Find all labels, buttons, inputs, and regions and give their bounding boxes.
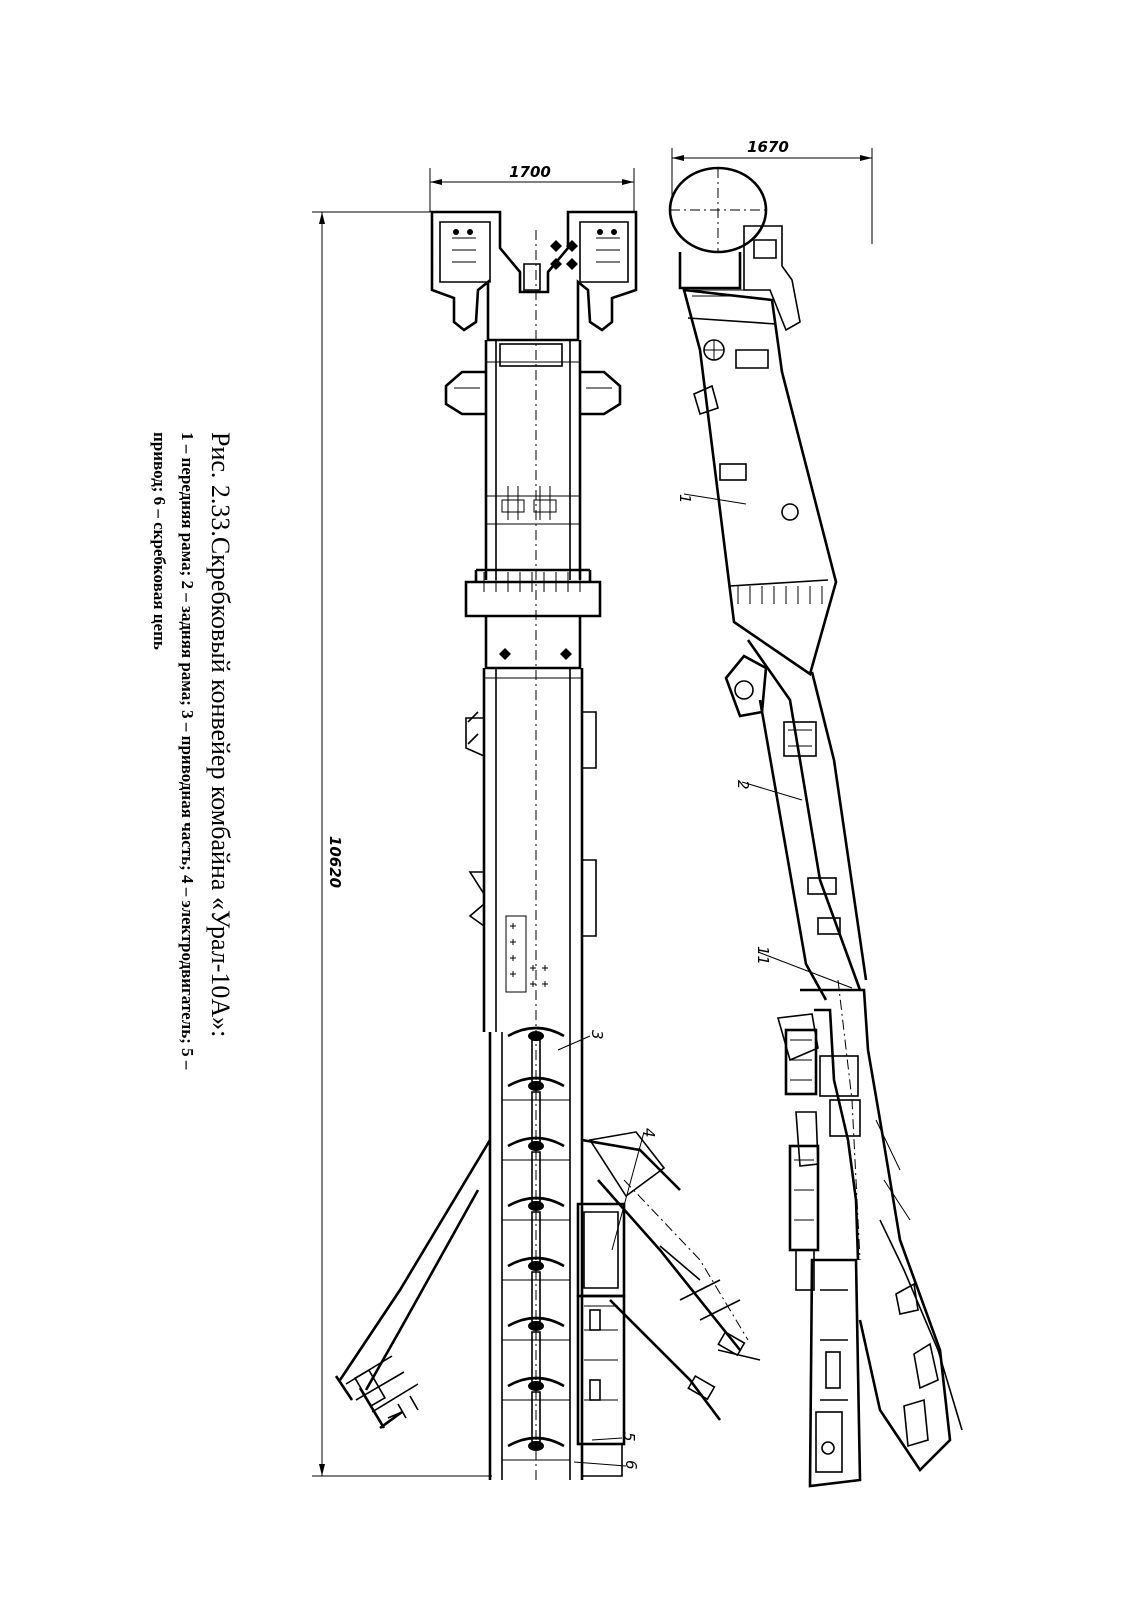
- side-view: [668, 166, 963, 1488]
- caption-title: Рис. 2.33.Скребковый конвейер комбайна «…: [206, 432, 235, 1037]
- dimension-label-1670: 1670: [747, 138, 789, 156]
- scraper-chain: [502, 1026, 570, 1461]
- caption-line-1: 1 – передняя рама; 2 – задняя рама; 3 – …: [178, 432, 197, 1070]
- leader-lines: [557, 493, 853, 1467]
- leader-label-2: 2: [734, 780, 752, 790]
- leader-label-11: 11: [754, 946, 772, 965]
- leader-label-6: 6: [622, 1460, 640, 1470]
- dimension-1670: [671, 148, 873, 244]
- dimension-10620: [312, 211, 492, 1477]
- dimension-label-10620: 10620: [326, 836, 344, 888]
- plan-view: [334, 210, 761, 1480]
- leader-label-3: 3: [588, 1030, 606, 1040]
- leader-label-4: 4: [640, 1128, 658, 1138]
- dimension-label-1700: 1700: [509, 163, 551, 181]
- caption-line-2: привод; 6 – скребковая цепь: [150, 432, 169, 650]
- dimension-1700: [429, 168, 635, 212]
- leader-label-5: 5: [620, 1432, 638, 1442]
- leader-label-1: 1: [676, 494, 694, 504]
